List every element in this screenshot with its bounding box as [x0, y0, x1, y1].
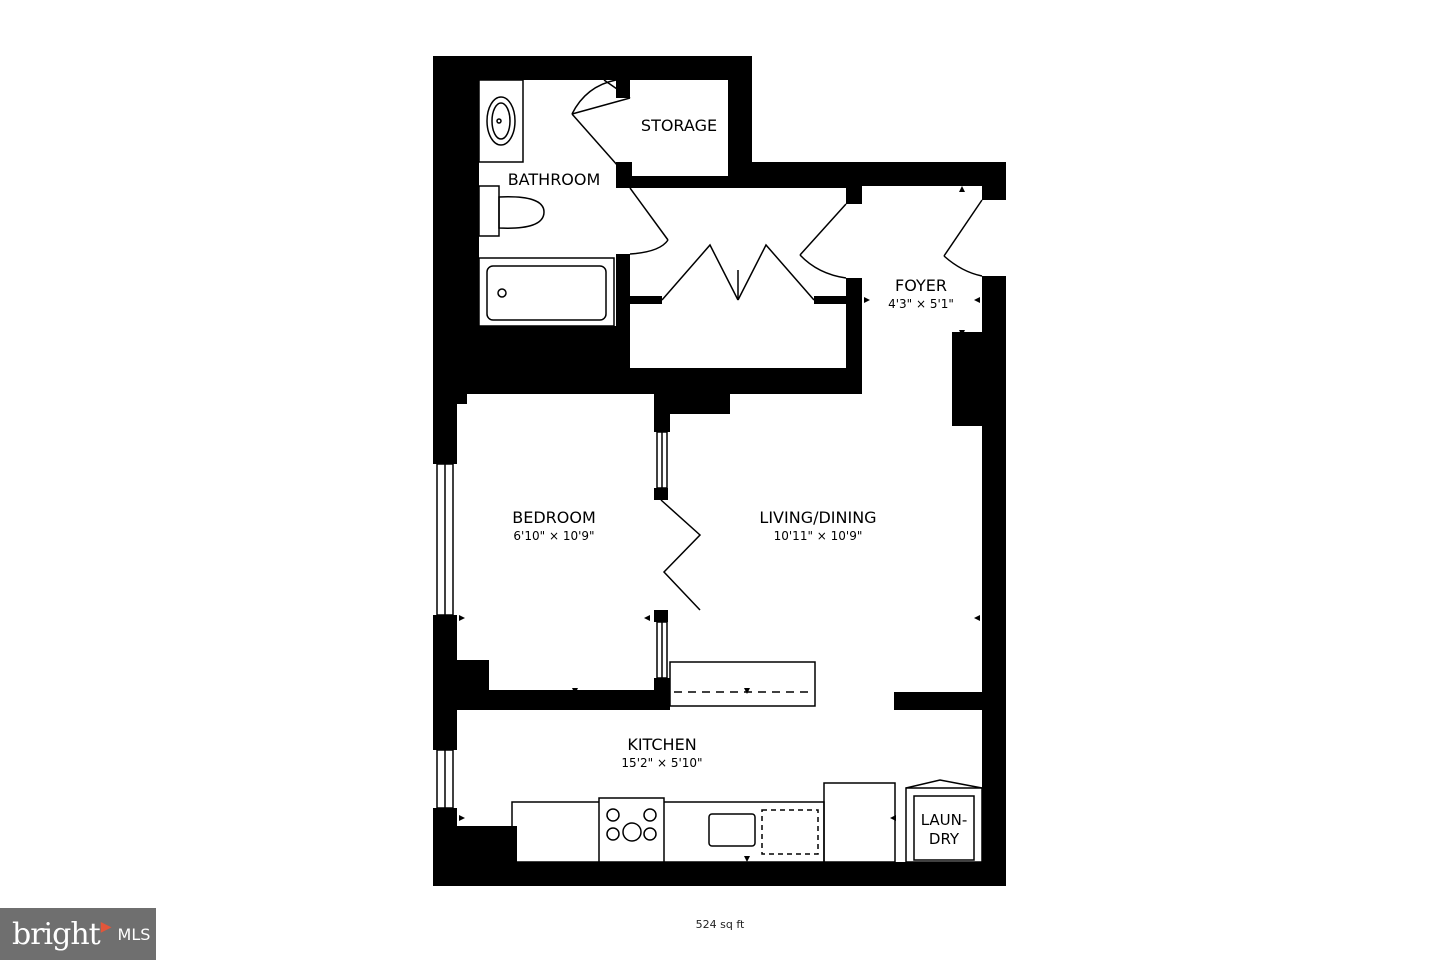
kitchen-counter	[511, 801, 825, 863]
total-area: 524 sq ft	[695, 918, 745, 931]
logo-word: bright	[12, 916, 101, 952]
living-dining-dims: 10'11" × 10'9"	[774, 529, 863, 543]
refrigerator	[823, 782, 896, 863]
toilet-tank	[478, 185, 500, 237]
logo-accent-icon: ▶	[100, 919, 112, 935]
dimension-marks	[459, 186, 980, 862]
logo-mls: MLS	[117, 924, 151, 944]
bedroom-dims: 6'10" × 10'9"	[513, 529, 594, 543]
bright-mls-logo: bright ▶ MLS	[0, 908, 156, 960]
storage-label: STORAGE	[641, 116, 717, 135]
kitchen-label: KITCHEN	[627, 735, 696, 754]
foyer-label: FOYER	[895, 276, 947, 295]
laundry-label-line2: DRY	[929, 830, 960, 848]
bedroom-label: BEDROOM	[512, 508, 596, 527]
living-dining-label: LIVING/DINING	[759, 508, 876, 527]
windows	[436, 431, 668, 809]
dishwasher	[761, 809, 819, 855]
kitchen-sink	[708, 813, 756, 847]
foyer-dims: 4'3" × 5'1"	[888, 297, 954, 311]
walls	[433, 56, 1006, 886]
kitchen-dims: 15'2" × 5'10"	[621, 756, 702, 770]
stove	[598, 797, 665, 863]
bathroom-label: BATHROOM	[508, 170, 601, 189]
kitchen-peninsula	[669, 661, 816, 707]
laundry-closet	[905, 787, 983, 863]
room-labels: STORAGE BATHROOM FOYER 4'3" × 5'1" BEDRO…	[508, 116, 968, 848]
bathtub	[478, 257, 615, 327]
laundry-label-line1: LAUN-	[921, 811, 968, 829]
fixtures	[478, 79, 983, 863]
